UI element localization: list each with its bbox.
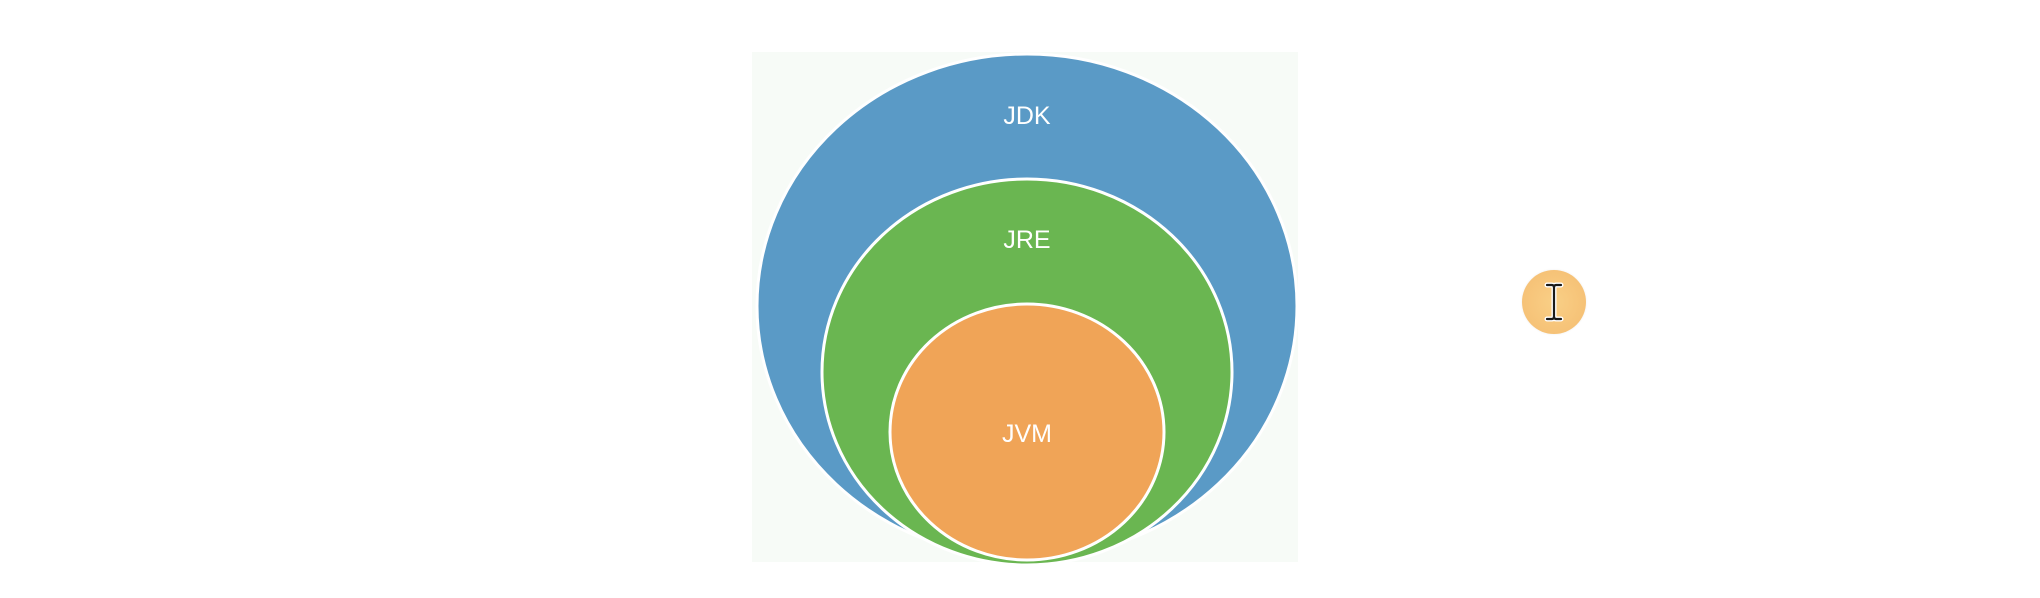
jdk-label: JDK: [1003, 102, 1051, 130]
text-cursor-icon: [1544, 282, 1564, 322]
jre-label: JRE: [1003, 226, 1050, 254]
jvm-label: JVM: [1002, 420, 1052, 448]
text-cursor-highlight: [1522, 270, 1586, 334]
jvm-circle: [888, 302, 1166, 562]
jvm-group: JVM: [888, 302, 1166, 562]
